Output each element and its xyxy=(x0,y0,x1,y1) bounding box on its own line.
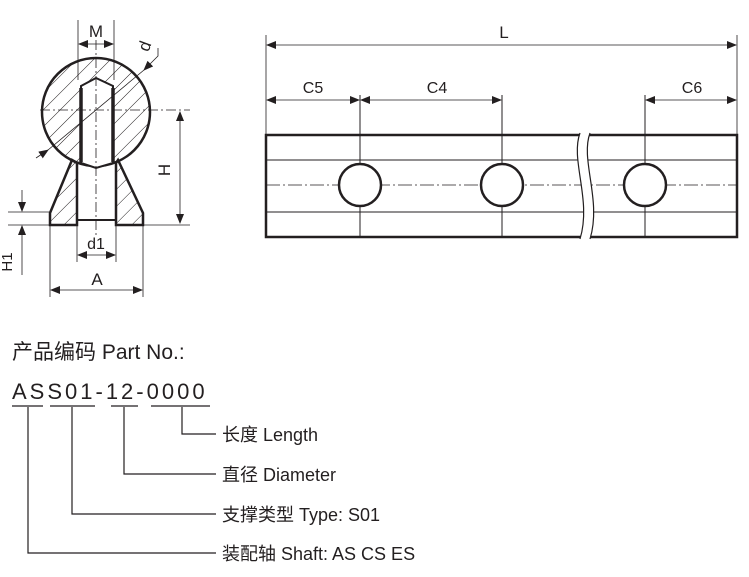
dim-L: L xyxy=(499,23,508,42)
dim-C4: C4 xyxy=(427,80,448,97)
dim-A: A xyxy=(91,270,103,289)
label-shaft: 装配轴 Shaft: AS CS ES xyxy=(222,544,416,564)
rail-front-view xyxy=(264,35,739,240)
part-no-title: 产品编码 Part No.: xyxy=(12,341,185,364)
side-section-view xyxy=(8,20,190,297)
part-number-leaders xyxy=(12,405,216,554)
dim-d1: d1 xyxy=(87,236,105,253)
dim-C6: C6 xyxy=(682,80,703,97)
part-no-code: ASS01-12-0000 xyxy=(12,379,208,404)
label-type: 支撑类型 Type: S01 xyxy=(222,505,381,525)
label-length: 长度 Length xyxy=(222,425,319,445)
dim-C5: C5 xyxy=(303,80,324,97)
dim-H1: H1 xyxy=(0,252,16,271)
dim-M: M xyxy=(89,22,103,41)
dim-H: H xyxy=(155,164,174,176)
label-diameter: 直径 Diameter xyxy=(222,465,337,485)
dim-d: d xyxy=(134,38,155,53)
